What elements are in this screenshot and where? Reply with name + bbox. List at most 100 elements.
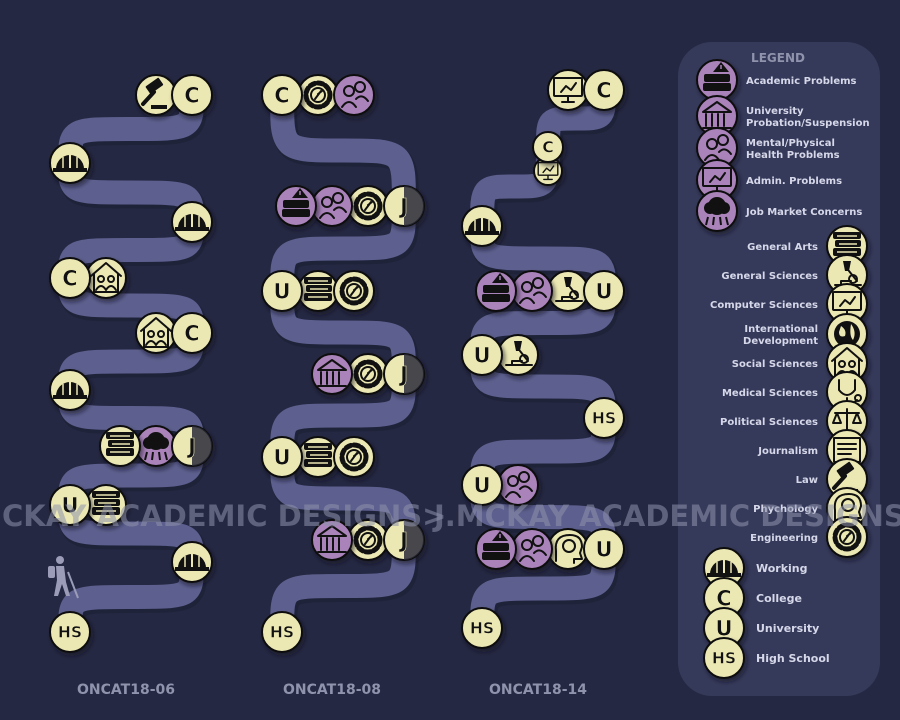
legend-path-label: University [756, 622, 819, 635]
career-path-1 [57, 83, 205, 644]
column-label-3: ONCAT18-14 [489, 682, 587, 698]
legend-path-label: College [756, 592, 802, 605]
legend-path-label: High School [756, 652, 830, 665]
gavel-icon [135, 74, 177, 116]
computer-icon [696, 159, 738, 201]
engineering-icon [347, 353, 389, 395]
psychology-icon [826, 487, 868, 529]
high-school-node-letter: HS [58, 624, 82, 642]
college-node-letter: C [184, 322, 199, 346]
academic-icon [475, 270, 517, 312]
job-stage-node: J [383, 185, 425, 227]
legend-university-node-letter: U [715, 617, 732, 641]
engineering-icon [333, 436, 375, 478]
high-school-node: HS [583, 397, 625, 439]
psychology-icon [547, 528, 589, 570]
college-node: C [532, 131, 564, 163]
college-node: C [261, 74, 303, 116]
working-icon [171, 201, 213, 243]
arts-icon [297, 436, 339, 478]
job-market-icon [135, 425, 177, 467]
legend-high-school-node-letter: HS [712, 650, 736, 668]
gavel-icon [826, 458, 868, 500]
mental-icon [511, 528, 553, 570]
engineering-icon [826, 516, 868, 558]
watermark-left: CKAY ACADEMIC DESIGNS> [2, 499, 446, 533]
job-stage-node-letter: J [398, 529, 408, 553]
nodes-layer: C C C J U HS C J U J U J HS C C U U HS U U HS [48, 69, 625, 653]
mental-icon [497, 464, 539, 506]
engineering-icon [333, 270, 375, 312]
college-node-letter: C [596, 79, 611, 103]
college-node: C [171, 74, 213, 116]
working-icon [461, 205, 503, 247]
legend-college-node-letter: C [716, 587, 731, 611]
social-icon [85, 257, 127, 299]
university-node: U [49, 484, 91, 526]
high-school-node: HS [49, 611, 91, 653]
job-stage-node: J [383, 353, 425, 395]
working-icon [703, 547, 745, 589]
legend-field-label: General Sciences [721, 271, 818, 282]
admin-icon [311, 353, 353, 395]
university-node-letter: U [595, 280, 612, 304]
academic-icon [696, 59, 738, 101]
legend-field-label: Computer Sciences [710, 300, 818, 311]
working-icon [49, 142, 91, 184]
journalism-icon [826, 429, 868, 471]
legend-path-label: Working [756, 562, 808, 575]
admin-icon [696, 95, 738, 137]
university-node-letter: U [61, 494, 78, 518]
college-node-letter: C [62, 267, 77, 291]
job-stage-node: J [383, 519, 425, 561]
legend-problem-label: Job Market Concerns [745, 207, 862, 218]
legend-field-label: Engineering [750, 533, 818, 544]
arts-icon [85, 484, 127, 526]
legend-field-label: Journalism [757, 446, 818, 457]
college-node-letter: C [542, 138, 554, 157]
college-node: C [49, 257, 91, 299]
arts-icon [297, 270, 339, 312]
hiker-icon [48, 556, 79, 599]
engineering-icon [297, 74, 339, 116]
job-market-icon [696, 190, 738, 232]
mental-icon [311, 185, 353, 227]
academic-icon [475, 528, 517, 570]
job-stage-node-letter: J [398, 195, 408, 219]
academic-icon [275, 185, 317, 227]
legend-field-label: Phychology [753, 504, 818, 515]
globe-icon [826, 313, 868, 355]
job-stage-node: J [171, 425, 213, 467]
university-node-letter: U [473, 344, 490, 368]
high-school-node: HS [461, 607, 503, 649]
mental-icon [511, 270, 553, 312]
working-icon [171, 541, 213, 583]
legend-high-school-node: HS [703, 637, 745, 679]
university-node: U [461, 334, 503, 376]
college-node-letter: C [274, 84, 289, 108]
high-school-node-letter: HS [270, 624, 294, 642]
university-node: U [583, 528, 625, 570]
mental-icon [333, 74, 375, 116]
medical-icon [547, 270, 589, 312]
university-node-letter: U [273, 446, 290, 470]
university-node: U [261, 270, 303, 312]
engineering-icon [347, 185, 389, 227]
social-icon [135, 312, 177, 354]
computer-icon [826, 283, 868, 325]
working-icon [49, 369, 91, 411]
column-label-2: ONCAT18-08 [283, 682, 381, 698]
high-school-node-letter: HS [592, 410, 616, 428]
social-icon [826, 342, 868, 384]
high-school-node: HS [261, 611, 303, 653]
column-label-1: ONCAT18-06 [77, 682, 175, 698]
high-school-node-letter: HS [470, 620, 494, 638]
legend-field-label: Medical Sciences [722, 388, 818, 399]
legend-problem-label: Admin. Problems [746, 176, 842, 187]
legend-problem-label: Academic Problems [746, 76, 857, 87]
university-node-letter: U [473, 474, 490, 498]
